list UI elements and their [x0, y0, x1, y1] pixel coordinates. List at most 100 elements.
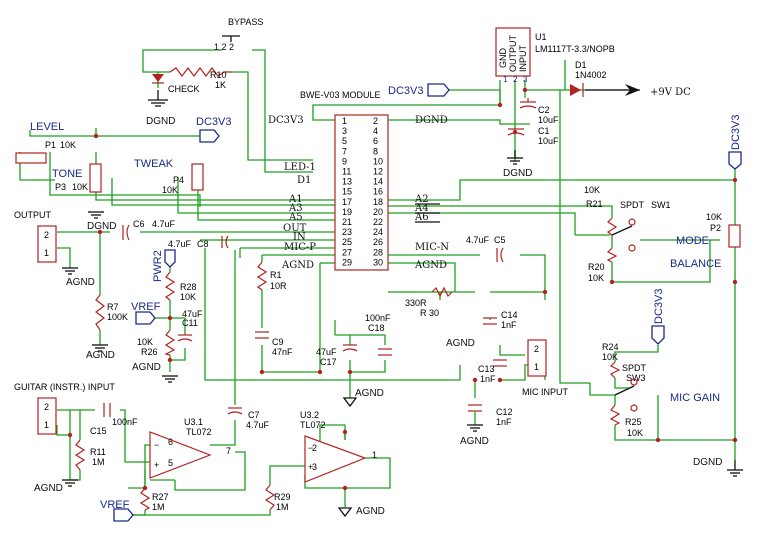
svg-text:AGND: AGND	[132, 362, 161, 373]
svg-text:1nF: 1nF	[496, 417, 512, 427]
svg-text:10K: 10K	[137, 337, 153, 347]
svg-text:10R: 10R	[270, 281, 287, 291]
dgnd-symbol-tone: DGND	[87, 211, 116, 232]
svg-text:CHECK: CHECK	[168, 84, 200, 94]
c13-capacitor: C13 1nF	[478, 359, 507, 384]
mic-gain-switch-sw3: R24 10K SPDT SW3 MIC GAIN	[602, 342, 720, 412]
r7-resistor: R7 100K	[95, 294, 128, 331]
module-pin-left: 3	[342, 126, 347, 136]
svg-text:C2: C2	[538, 105, 550, 115]
vin-flag: +9V DC	[585, 84, 691, 98]
svg-text:TL072: TL072	[300, 420, 326, 430]
svg-text:C1: C1	[538, 126, 550, 136]
svg-text:10K: 10K	[584, 185, 600, 195]
module-pin-right: 6	[373, 136, 378, 146]
agnd-symbol-output: AGND	[62, 267, 95, 288]
svg-text:R29: R29	[274, 492, 291, 502]
module-pin-left: 7	[342, 146, 347, 156]
net-a2: A2	[414, 194, 429, 205]
opamp-u32: − + 2 3 1 U3.2 TL072	[300, 410, 377, 483]
svg-text:100nF: 100nF	[365, 313, 391, 323]
r24-resistor	[609, 361, 621, 379]
svg-text:D1: D1	[575, 60, 587, 70]
svg-text:4.7uF: 4.7uF	[246, 420, 270, 430]
module-pin-right: 30	[373, 257, 383, 267]
agnd-symbol-r26: AGND	[132, 362, 178, 383]
net-a3: A3	[288, 203, 303, 214]
svg-text:P3: P3	[55, 182, 66, 192]
svg-text:SW3: SW3	[626, 373, 646, 383]
net-micp: MIC-P	[284, 242, 316, 253]
svg-text:SPDT: SPDT	[620, 200, 645, 210]
dc3v3-flag-right: DC3V3	[728, 115, 742, 170]
svg-text:1nF: 1nF	[480, 374, 496, 384]
agnd-symbol-u32: AGND	[337, 488, 385, 518]
svg-text:C13: C13	[478, 364, 495, 374]
svg-text:3: 3	[312, 462, 317, 472]
c7-capacitor: C7 4.7uF	[227, 407, 270, 430]
vref-flag-top: VREF	[131, 301, 161, 325]
reg-pin2: 2	[513, 75, 518, 84]
svg-text:VREF: VREF	[100, 499, 130, 511]
bypass-switch: BYPASS 1 2 2	[214, 17, 263, 52]
svg-text:R24: R24	[602, 342, 619, 352]
module-pin-right: 18	[373, 197, 383, 207]
diode-d1: D1 1N4002	[570, 60, 607, 97]
svg-text:AGND: AGND	[34, 483, 63, 494]
svg-text:1: 1	[372, 450, 377, 460]
svg-text:BYPASS: BYPASS	[228, 17, 263, 27]
module-pin-left: 25	[342, 237, 352, 247]
c14-capacitor: C14 1nF	[483, 310, 518, 330]
svg-text:SPDT: SPDT	[622, 363, 647, 373]
dgnd-symbol-led: DGND	[146, 90, 175, 127]
svg-text:1: 1	[534, 362, 539, 372]
r30-resistor: 330R R 30	[405, 286, 453, 318]
svg-text:47nF: 47nF	[272, 347, 293, 357]
svg-text:R 30: R 30	[420, 308, 439, 318]
mode-label: MODE	[676, 235, 709, 247]
svg-text:AGND: AGND	[460, 436, 489, 447]
svg-text:10K: 10K	[627, 428, 643, 438]
r25-resistor: R25 10K	[609, 404, 643, 438]
svg-text:DGND: DGND	[503, 168, 532, 179]
svg-text:6: 6	[168, 437, 173, 447]
svg-text:TL072: TL072	[186, 427, 212, 437]
svg-text:100nF: 100nF	[112, 417, 138, 427]
check-led: CHECK	[152, 74, 200, 94]
svg-text:10uF: 10uF	[538, 136, 559, 146]
vref-flag-bottom: VREF	[100, 499, 134, 522]
svg-text:DGND: DGND	[146, 116, 175, 127]
module-pin-left: 27	[342, 247, 352, 257]
svg-text:R26: R26	[141, 347, 158, 357]
svg-text:R21: R21	[586, 199, 603, 209]
svg-text:10K: 10K	[60, 140, 76, 150]
reg-pin-input: INPUT	[518, 44, 528, 72]
svg-text:C14: C14	[501, 310, 518, 320]
vin-label: +9V DC	[650, 87, 691, 98]
svg-text:1: 1	[44, 248, 49, 258]
svg-text:U3.1: U3.1	[184, 417, 203, 427]
svg-text:R20: R20	[588, 262, 605, 272]
svg-text:1 2 2: 1 2 2	[214, 42, 234, 52]
svg-text:7: 7	[226, 446, 231, 456]
svg-text:10uF: 10uF	[538, 115, 559, 125]
svg-text:+: +	[308, 462, 313, 472]
mic-input-connector: 2 1 MIC INPUT	[522, 339, 569, 397]
c18-capacitor: 100nF C18	[365, 313, 392, 356]
module-pin-right: 14	[373, 177, 383, 187]
r29-resistor: R29 1M	[264, 484, 291, 512]
mode-switch-sw1: 10K SPDT SW1 MODE	[584, 185, 709, 252]
svg-text:P1: P1	[45, 140, 56, 150]
svg-text:1M: 1M	[92, 457, 105, 467]
output-connector: OUTPUT 2 1	[14, 210, 57, 263]
mic-gain-label: MIC GAIN	[670, 392, 720, 404]
module-pin-left: 1	[342, 116, 347, 126]
svg-text:1N4002: 1N4002	[575, 70, 607, 80]
svg-text:VREF: VREF	[131, 301, 161, 313]
module-title: BWE-V03 MODULE	[300, 90, 381, 100]
c8-capacitor: 4.7uF C8	[168, 235, 229, 249]
net-dc3v3-left: DC3V3	[268, 115, 304, 126]
svg-text:10K: 10K	[602, 352, 618, 362]
